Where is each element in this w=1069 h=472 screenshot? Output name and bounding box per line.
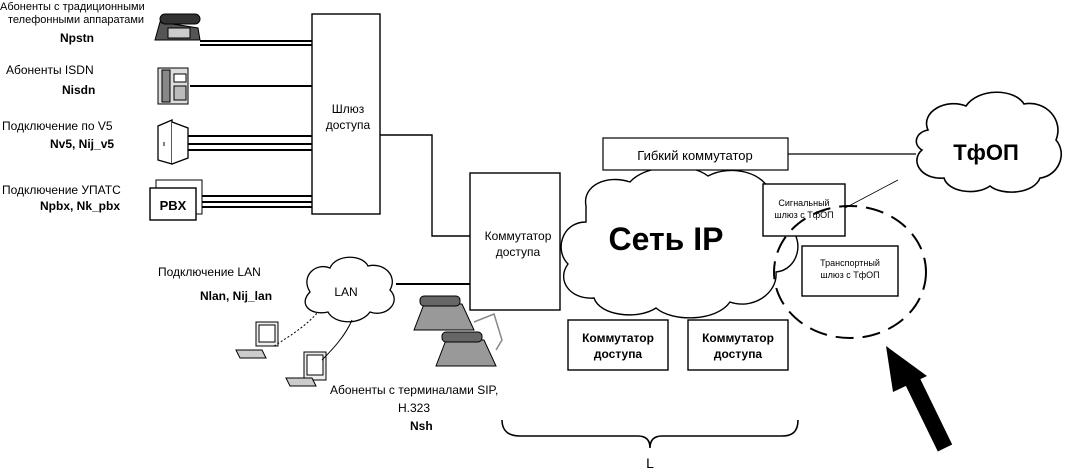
range-brace [501,419,799,449]
sip-phone-icon [413,295,475,331]
analog-subscribers-variable: Npstn [60,31,94,45]
sip-subscribers-label-line2: H.323 [398,401,430,415]
analog-subscribers-label-line1: Абоненты с традиционными [0,1,145,13]
access-switch-2-label-line1: Коммутатор [582,331,654,345]
signal-gateway-label-line1: Сигнальный [778,198,829,208]
access-switch-3-label-line1: Коммутатор [702,331,774,345]
lan-connection-variable: Nlan, Nij_lan [200,289,272,303]
analog-subscribers-label-line2: телефонными аппаратами [8,14,144,26]
gateway-label-line2: доступа [326,118,371,132]
ip-network-label: Сеть IP [609,221,724,257]
pstn-label: ТфОП [953,140,1019,165]
lan-cloud [304,256,395,323]
isdn-subscribers-label: Абоненты ISDN [6,63,94,77]
access-switch-3-box [687,319,789,371]
pbx-icon: PBX [149,179,203,221]
v5-connection-label: Подключение по V5 [2,119,113,133]
transport-gateway-label-line2: шлюз с ТфОП [820,270,879,280]
analog-phone-icon [154,13,201,41]
lan-terminal-icon [285,351,327,387]
lan-terminal-link [321,319,353,361]
isdn-subscribers-variable: Nisdn [62,83,95,97]
lan-connection-label: Подключение LAN [158,265,261,279]
pbx-connection-variable: Npbx, Nk_pbx [40,199,120,213]
signal-gateway-label-line2: шлюз с ТфОП [774,210,833,220]
access-switch-label-line2: доступа [496,245,541,259]
pbx-connection-label: Подключение УПАТС [2,183,121,197]
lan-cloud-label: LAN [334,285,357,299]
access-switch-2-box [567,319,669,371]
pbx-box-label: PBX [160,198,187,213]
access-switch-box [469,172,561,311]
transport-gateway-label-line1: Транспортный [820,258,880,268]
gateway-label-line1: Шлюз [332,102,365,116]
signal-gateway-box [762,183,846,237]
transport-gateway-box [801,245,899,297]
gateway-to-switch-link [380,134,470,237]
sip-phone-cord [473,313,503,351]
softswitch-label: Гибкий коммутатор [637,148,752,163]
signal-gateway-to-pstn-link [844,179,899,209]
lan-terminal-icon [235,321,279,359]
lan-terminal-link [273,311,319,347]
access-switch-label-line1: Коммутатор [485,229,552,243]
access-switch-3-label-line2: доступа [714,347,763,361]
gateway-highlight-ellipse [773,205,927,339]
sip-subscribers-label-line1: Абоненты с терминалами SIP, [330,383,498,397]
v5-connector-icon [157,119,189,165]
sip-phone-icon [435,331,497,367]
range-brace-label: L [646,455,654,471]
pstn-cloud [915,91,1062,193]
sip-subscribers-variable: Nsh [410,419,433,433]
device-links [188,40,312,208]
access-gateway-box [311,13,381,215]
isdn-phone-icon [157,67,189,105]
v5-connection-variable: Nv5, Nij_v5 [50,137,114,151]
highlight-arrow-icon [886,346,953,452]
access-switch-2-label-line2: доступа [594,347,643,361]
